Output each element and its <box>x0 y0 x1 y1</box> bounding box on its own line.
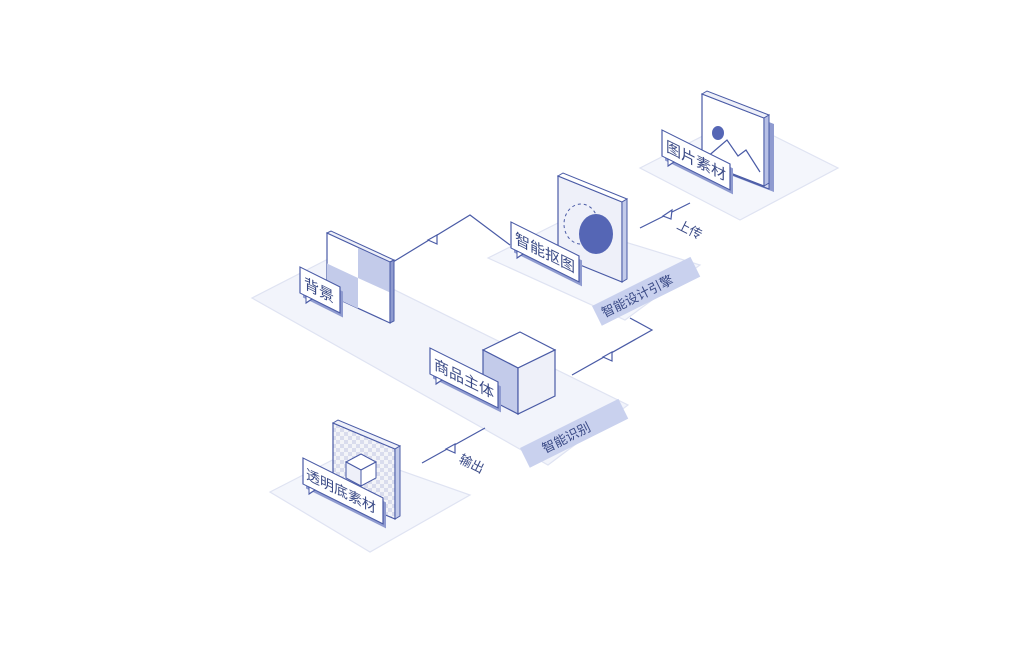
callout-background: 背景 <box>299 266 343 318</box>
flow-output-text: 输出 <box>456 451 486 477</box>
connector-arrows <box>426 208 673 454</box>
flow-output: 输出 <box>456 451 486 477</box>
product-cube <box>481 331 557 415</box>
sun-circle-icon <box>712 126 724 140</box>
mountain-icon <box>705 139 761 173</box>
flow-upload: 上传 <box>674 218 704 243</box>
flow-upload-text: 上传 <box>674 218 704 243</box>
cutout-filled-circle-icon <box>579 214 613 254</box>
